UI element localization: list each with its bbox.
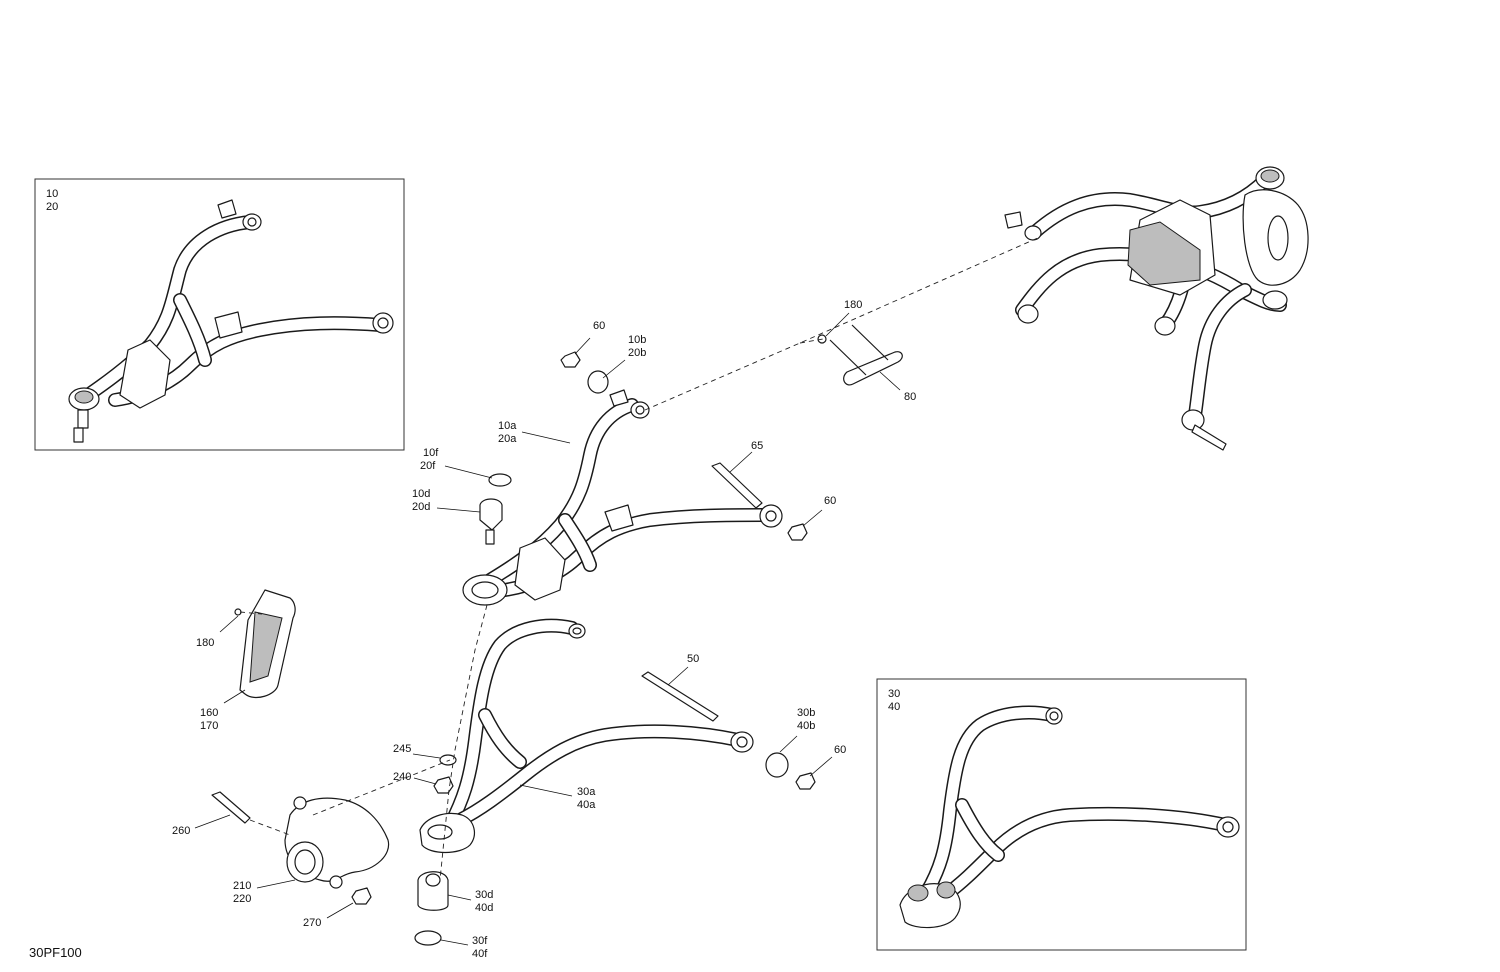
callout-30f-line2: 40f <box>472 948 488 960</box>
bolt-260 <box>211 791 251 824</box>
callout-65: 65 <box>751 440 763 452</box>
callout-10d-line2: 20d <box>412 501 430 513</box>
ball-joint-10d <box>479 498 503 531</box>
bushing-10b <box>587 370 609 394</box>
callout-60-low: 60 <box>834 744 846 756</box>
callout-60-mid: 60 <box>824 495 836 507</box>
inset-upper-label-1: 10 <box>46 188 58 200</box>
nut-60-low <box>795 772 816 790</box>
inset-lower-a-arm <box>899 705 1240 929</box>
callout-30d-line1: 30d <box>475 889 493 901</box>
circlip-10f <box>488 473 512 487</box>
upper-a-arm-exploded <box>462 389 783 606</box>
callout-60-top: 60 <box>593 320 605 332</box>
assembly-lines <box>239 236 1041 881</box>
inset-upper-label-2: 20 <box>46 201 58 213</box>
callout-260: 260 <box>172 825 190 837</box>
bolt-65 <box>711 462 763 509</box>
nut-240 <box>433 776 454 794</box>
callout-210-line2: 220 <box>233 893 251 905</box>
callout-30a-line1: 30a <box>577 786 596 798</box>
callout-160-line2: 170 <box>200 720 218 732</box>
callout-240: 240 <box>393 771 411 783</box>
callouts: 60 10b 20b 180 80 10a 20a 10f 20f 65 10d… <box>172 299 916 960</box>
washer-245 <box>439 754 457 766</box>
callout-180-top: 180 <box>844 299 862 311</box>
callout-30b-line1: 30b <box>797 707 815 719</box>
circlip-30f <box>414 930 442 946</box>
ball-joint-30d <box>417 871 449 911</box>
callout-180-left: 180 <box>196 637 214 649</box>
pin-180-top <box>829 339 867 376</box>
inset-frame-upper-arm <box>34 178 405 451</box>
drawing-code: 30PF100 <box>29 945 82 960</box>
callout-10f-line2: 20f <box>420 460 436 472</box>
callout-50: 50 <box>687 653 699 665</box>
lower-a-arm-exploded <box>419 618 754 854</box>
callout-80: 80 <box>904 391 916 403</box>
callout-10a-line1: 10a <box>498 420 517 432</box>
callout-30a-line2: 40a <box>577 799 596 811</box>
inset-lower-label-2: 40 <box>888 701 900 713</box>
callout-10a-line2: 20a <box>498 433 517 445</box>
callout-270: 270 <box>303 917 321 929</box>
callout-10d-line1: 10d <box>412 488 430 500</box>
callout-10b-line2: 20b <box>628 347 646 359</box>
callout-30f-line1: 30f <box>472 935 488 947</box>
inset-lower-label-1: 30 <box>888 688 900 700</box>
hardware-parts <box>211 324 903 946</box>
bolt-50 <box>641 671 719 722</box>
bushing-30b <box>765 752 789 778</box>
inset-frame-lower-arm <box>876 678 1247 951</box>
inset-upper-a-arm <box>68 199 394 443</box>
callout-10b-line1: 10b <box>628 334 646 346</box>
leader-lines <box>194 312 901 946</box>
callout-160-line1: 160 <box>200 707 218 719</box>
assembled-suspension <box>1004 166 1309 451</box>
plate-80 <box>843 351 903 386</box>
callout-245: 245 <box>393 743 411 755</box>
callout-30d-line2: 40d <box>475 902 493 914</box>
callout-10f-line1: 10f <box>423 447 439 459</box>
callout-210-line1: 210 <box>233 880 251 892</box>
nut-60-top <box>560 351 581 368</box>
callout-30b-line2: 40b <box>797 720 815 732</box>
nut-60-mid <box>787 523 808 541</box>
nut-270 <box>351 887 372 905</box>
